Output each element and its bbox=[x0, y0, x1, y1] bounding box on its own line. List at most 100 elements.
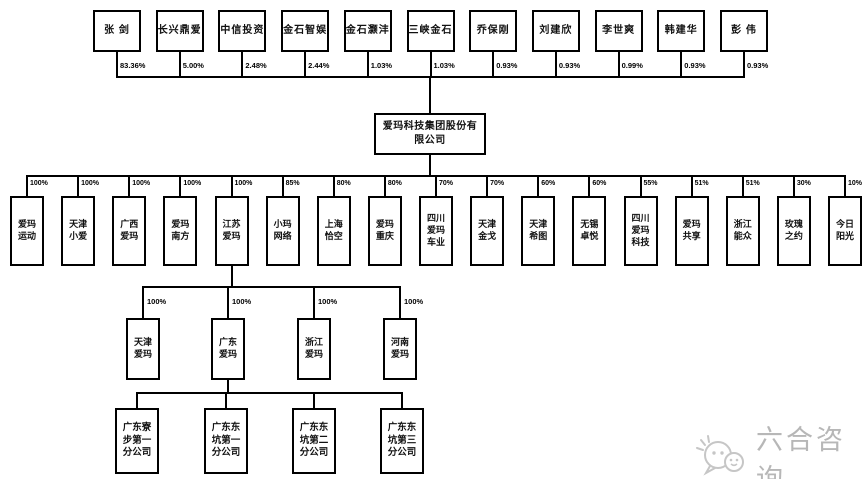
ownership-pct: 80% bbox=[336, 180, 351, 187]
shareholder-box: 金石智娱 bbox=[281, 10, 330, 52]
connector-line bbox=[435, 175, 437, 196]
shareholder-box: 彭 伟 bbox=[720, 10, 768, 52]
watermark: 六合咨询 bbox=[694, 418, 862, 479]
subsidiary-box: 江苏 爱玛 bbox=[214, 196, 249, 266]
connector-line bbox=[399, 286, 401, 318]
ownership-pct: 100% bbox=[234, 180, 253, 187]
connector-line bbox=[116, 52, 118, 76]
ownership-pct: 2.44% bbox=[308, 61, 330, 70]
connector-line bbox=[241, 52, 244, 76]
ownership-pct: 0.99% bbox=[621, 61, 643, 70]
ownership-pct: 70% bbox=[439, 180, 454, 187]
subsidiary-box: 爱玛 运动 bbox=[10, 196, 44, 266]
shareholder-box: 长兴鼎爱 bbox=[155, 10, 204, 52]
subsidiary-box: 上海 恰空 bbox=[316, 196, 351, 266]
subsidiary-box: 天津 小爱 bbox=[61, 196, 96, 266]
connector-line bbox=[332, 175, 335, 196]
ownership-pct: 30% bbox=[796, 180, 811, 187]
shareholder-box: 中信投资 bbox=[218, 10, 267, 52]
ownership-pct: 1.03% bbox=[370, 61, 393, 70]
ownership-pct: 100% bbox=[183, 180, 202, 187]
ownership-pct: 10% bbox=[848, 180, 862, 187]
subsidiary-box: 爱玛 共享 bbox=[674, 196, 709, 266]
ownership-pct: 80% bbox=[387, 180, 402, 187]
connector-line bbox=[690, 175, 693, 196]
ownership-pct: 0.93% bbox=[558, 61, 581, 70]
connector-line bbox=[383, 175, 386, 196]
connector-line bbox=[230, 266, 233, 286]
connector-line bbox=[230, 175, 233, 196]
connector-line bbox=[429, 155, 431, 175]
subsidiary-box: 广西 爱玛 bbox=[112, 196, 147, 266]
connector-line bbox=[313, 392, 315, 408]
connector-line bbox=[179, 175, 182, 196]
ownership-pct: 60% bbox=[592, 180, 607, 187]
ownership-pct: 1.03% bbox=[433, 61, 455, 70]
ownership-pct: 100% bbox=[132, 180, 151, 187]
ownership-pct: 100% bbox=[81, 180, 100, 187]
subsidiary-box: 河南 爱玛 bbox=[383, 318, 417, 380]
connector-line bbox=[225, 392, 227, 408]
connector-line bbox=[639, 175, 642, 196]
shareholder-box: 乔保刚 bbox=[469, 10, 518, 52]
connector-line bbox=[366, 52, 369, 76]
ownership-pct: 100% bbox=[30, 180, 48, 187]
subsidiary-box: 小玛 网络 bbox=[265, 196, 300, 266]
connector-line bbox=[554, 52, 557, 76]
ownership-pct: 0.93% bbox=[747, 61, 769, 70]
connector-line bbox=[429, 52, 432, 76]
branch-box: 广东东 坑第一 分公司 bbox=[204, 408, 248, 474]
subsidiary-box: 浙江 能众 bbox=[725, 196, 760, 266]
connector-line bbox=[26, 175, 846, 177]
connector-line bbox=[741, 175, 744, 196]
connector-line bbox=[136, 392, 403, 394]
subsidiary-box: 无锡 卓悦 bbox=[572, 196, 607, 266]
shareholder-box: 刘建欣 bbox=[531, 10, 580, 52]
ownership-pct: 70% bbox=[490, 180, 505, 187]
connector-line bbox=[588, 175, 591, 196]
connector-line bbox=[227, 286, 229, 318]
connector-line bbox=[128, 175, 131, 196]
shareholder-box: 李世爽 bbox=[594, 10, 643, 52]
ownership-pct: 0.93% bbox=[684, 61, 706, 70]
connector-line bbox=[743, 52, 745, 76]
subsidiary-box: 四川 爱玛 科技 bbox=[623, 196, 658, 266]
watermark-text: 六合咨询 bbox=[756, 425, 846, 479]
connector-line bbox=[792, 175, 795, 196]
ownership-pct: 51% bbox=[694, 180, 709, 187]
subsidiary-box: 浙江 爱玛 bbox=[297, 318, 331, 380]
ownership-pct: 60% bbox=[541, 180, 556, 187]
connector-line bbox=[492, 52, 495, 76]
shareholder-box: 金石灏沣 bbox=[343, 10, 392, 52]
connector-line bbox=[401, 392, 403, 408]
company-box: 爱玛科技集团股份有 限公司 bbox=[374, 113, 486, 155]
wechat-logo-icon bbox=[694, 431, 748, 479]
ownership-pct: 100% bbox=[232, 297, 252, 306]
ownership-pct: 83.36% bbox=[120, 61, 146, 70]
ownership-pct: 5.00% bbox=[182, 61, 204, 70]
connector-line bbox=[227, 380, 229, 392]
shareholder-box: 三峡金石 bbox=[406, 10, 455, 52]
ownership-pct: 100% bbox=[318, 297, 338, 306]
ownership-pct: 2.48% bbox=[245, 61, 267, 70]
connector-line bbox=[136, 392, 138, 408]
connector-line bbox=[486, 175, 489, 196]
connector-line bbox=[844, 175, 846, 196]
branch-box: 广东寮 步第一 分公司 bbox=[115, 408, 159, 474]
connector-line bbox=[26, 175, 28, 196]
subsidiary-box: 玫瑰 之约 bbox=[776, 196, 811, 266]
subsidiary-box: 广东 爱玛 bbox=[211, 318, 245, 380]
subsidiary-box: 天津 爱玛 bbox=[126, 318, 160, 380]
subsidiary-box: 天津 希图 bbox=[521, 196, 556, 266]
connector-line bbox=[429, 76, 431, 113]
connector-line bbox=[77, 175, 80, 196]
connector-line bbox=[142, 286, 144, 318]
connector-line bbox=[142, 286, 401, 288]
connector-line bbox=[537, 175, 540, 196]
connector-line bbox=[617, 52, 620, 76]
subsidiary-box: 天津 金戈 bbox=[470, 196, 505, 266]
connector-line bbox=[680, 52, 683, 76]
ownership-pct: 85% bbox=[285, 180, 300, 187]
subsidiary-box: 爱玛 南方 bbox=[163, 196, 198, 266]
connector-line bbox=[178, 52, 181, 76]
